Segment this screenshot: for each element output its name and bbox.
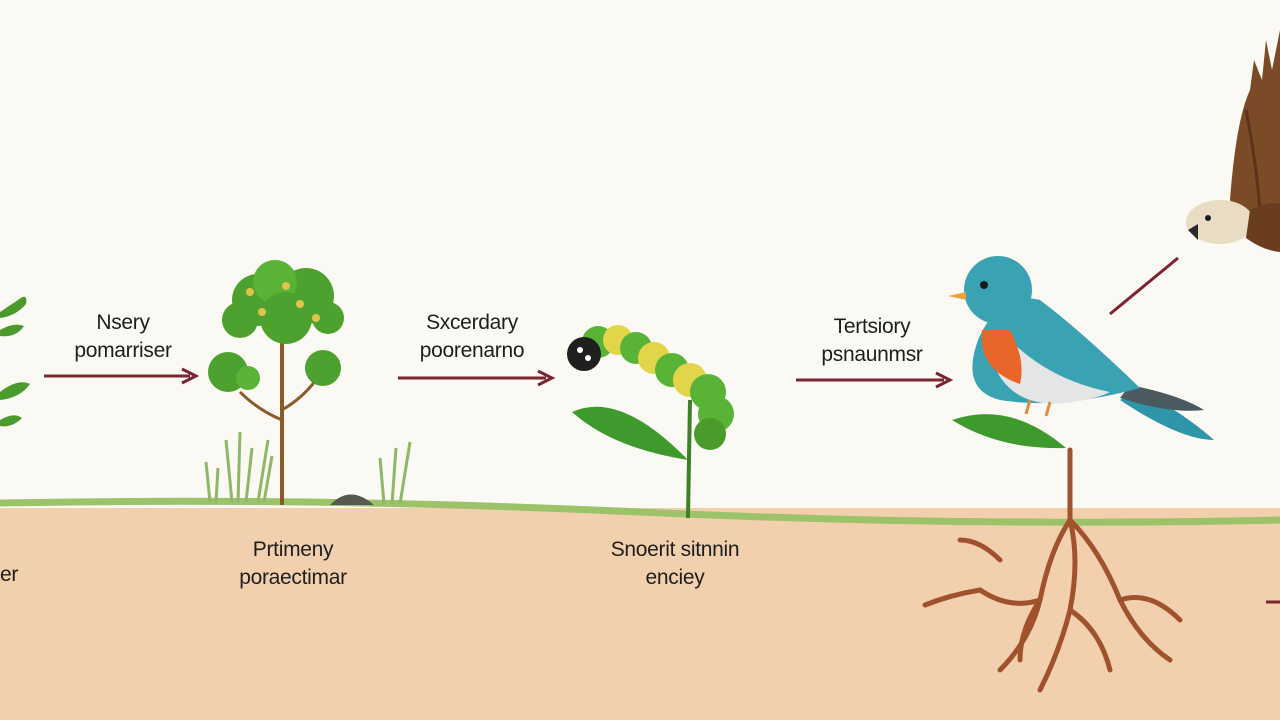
rock (330, 494, 374, 505)
leaf-icon (572, 406, 688, 460)
label-line: psnaunmsr (821, 343, 923, 366)
bird-icon (948, 256, 1214, 440)
caterpillar-icon (567, 325, 734, 519)
arrow-4 (1109, 256, 1179, 316)
label-line: er (0, 563, 19, 586)
arrow-3 (796, 371, 954, 389)
stage-label-primary-top: Nsery pomarriser (38, 309, 208, 365)
label-line: Nsery (96, 311, 150, 334)
label-line: poorenarno (419, 339, 525, 362)
stage-label-primary-bottom: Prtimeny poraectimar (198, 536, 388, 592)
label-line: Sxcerdary (426, 311, 518, 334)
stage-label-secondary-bottom: Snoerit sitnnin enciey (570, 536, 780, 592)
label-line: Snoerit sitnnin (610, 538, 740, 561)
grass-tufts (204, 431, 412, 505)
stage-label-secondary-top: Sxcerdary poorenarno (382, 309, 562, 365)
label-line: poraectimar (239, 566, 347, 589)
arrow-1 (44, 367, 200, 385)
arrow-2 (398, 369, 556, 387)
tree-icon (208, 260, 344, 505)
stage-label-tertiary-top: Tertsiory psnaunmsr (782, 313, 962, 369)
label-line: pomarriser (74, 339, 172, 362)
hawk-icon (1186, 30, 1280, 252)
stage-label-left-fragment: er (0, 561, 24, 589)
label-line: Tertsiory (833, 315, 911, 338)
leaf-icon (952, 414, 1066, 449)
label-line: enciey (645, 566, 705, 589)
leaf-icon (0, 296, 30, 427)
roots-icon (922, 447, 1183, 693)
label-line: Prtimeny (252, 538, 334, 561)
